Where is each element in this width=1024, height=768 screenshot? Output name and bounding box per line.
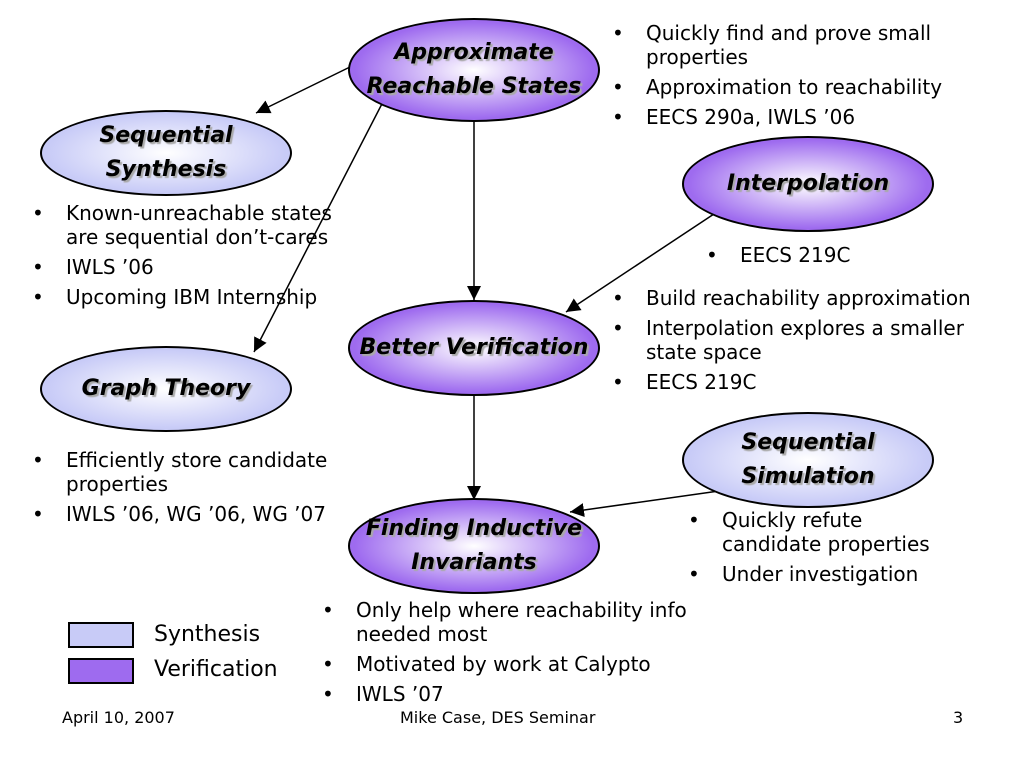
bullet-item: IWLS ’06 bbox=[26, 255, 356, 279]
node-better-verification: Better Verification bbox=[348, 300, 600, 396]
node-interpolation: Interpolation bbox=[682, 136, 934, 232]
bullet-item: Upcoming IBM Internship bbox=[26, 285, 356, 309]
better-verification-notes: Build reachability approximation Interpo… bbox=[606, 286, 1016, 400]
footer-date: April 10, 2007 bbox=[62, 708, 175, 727]
node-label: Sequential Simulation bbox=[741, 430, 875, 489]
finding-invariants-notes: Only help where reachability info needed… bbox=[316, 598, 756, 712]
bullet-item: Known-unreachable states are sequential … bbox=[26, 201, 356, 249]
bullet-item: IWLS ’06, WG ’06, WG ’07 bbox=[26, 502, 366, 526]
edge-approx-to-seqsyn bbox=[255, 65, 353, 114]
node-label: Sequential Synthesis bbox=[99, 123, 233, 182]
legend-label-synthesis: Synthesis bbox=[154, 622, 261, 647]
bullet-item: EECS 219C bbox=[700, 243, 920, 267]
node-sequential-simulation: Sequential Simulation bbox=[682, 412, 934, 508]
bullet-item: Only help where reachability info needed… bbox=[316, 598, 756, 646]
node-graph-theory: Graph Theory bbox=[40, 346, 292, 432]
bullet-item: Motivated by work at Calypto bbox=[316, 652, 756, 676]
bullet-item: Quickly find and prove small properties bbox=[606, 21, 1006, 69]
bullet-item: EECS 219C bbox=[606, 370, 1016, 394]
edge-interp-to-better bbox=[565, 209, 721, 313]
approx-notes: Quickly find and prove small properties … bbox=[606, 21, 1006, 135]
footer-author: Mike Case, DES Seminar bbox=[400, 708, 596, 727]
footer-page-number: 3 bbox=[953, 708, 964, 727]
node-approximate-reachable-states: Approximate Reachable States bbox=[348, 18, 600, 122]
node-label: Interpolation bbox=[726, 171, 890, 196]
node-finding-inductive-invariants: Finding Inductive Invariants bbox=[348, 498, 600, 594]
bullet-item: Approximation to reachability bbox=[606, 75, 1006, 99]
bullet-item: Efficiently store candidate properties bbox=[26, 448, 366, 496]
graph-theory-notes: Efficiently store candidate properties I… bbox=[26, 448, 366, 532]
bullet-item: Quickly refute candidate properties bbox=[682, 508, 972, 556]
node-label: Better Verification bbox=[359, 335, 589, 360]
node-label: Approximate Reachable States bbox=[366, 40, 582, 99]
legend-swatch-verification bbox=[68, 658, 134, 684]
node-sequential-synthesis: Sequential Synthesis bbox=[40, 110, 292, 196]
sequential-synthesis-notes: Known-unreachable states are sequential … bbox=[26, 201, 356, 315]
bullet-item: EECS 290a, IWLS ’06 bbox=[606, 105, 1006, 129]
node-label: Finding Inductive Invariants bbox=[365, 516, 583, 575]
bullet-item: IWLS ’07 bbox=[316, 682, 756, 706]
bullet-item: Under investigation bbox=[682, 562, 972, 586]
interpolation-notes: EECS 219C bbox=[700, 243, 920, 273]
legend-label-verification: Verification bbox=[154, 657, 278, 682]
bullet-item: Interpolation explores a smaller state s… bbox=[606, 316, 1016, 364]
bullet-item: Build reachability approximation bbox=[606, 286, 1016, 310]
edge-seqsim-to-finding bbox=[569, 489, 727, 517]
legend-swatch-synthesis bbox=[68, 622, 134, 648]
sequential-simulation-notes: Quickly refute candidate properties Unde… bbox=[682, 508, 972, 592]
node-label: Graph Theory bbox=[81, 376, 251, 401]
